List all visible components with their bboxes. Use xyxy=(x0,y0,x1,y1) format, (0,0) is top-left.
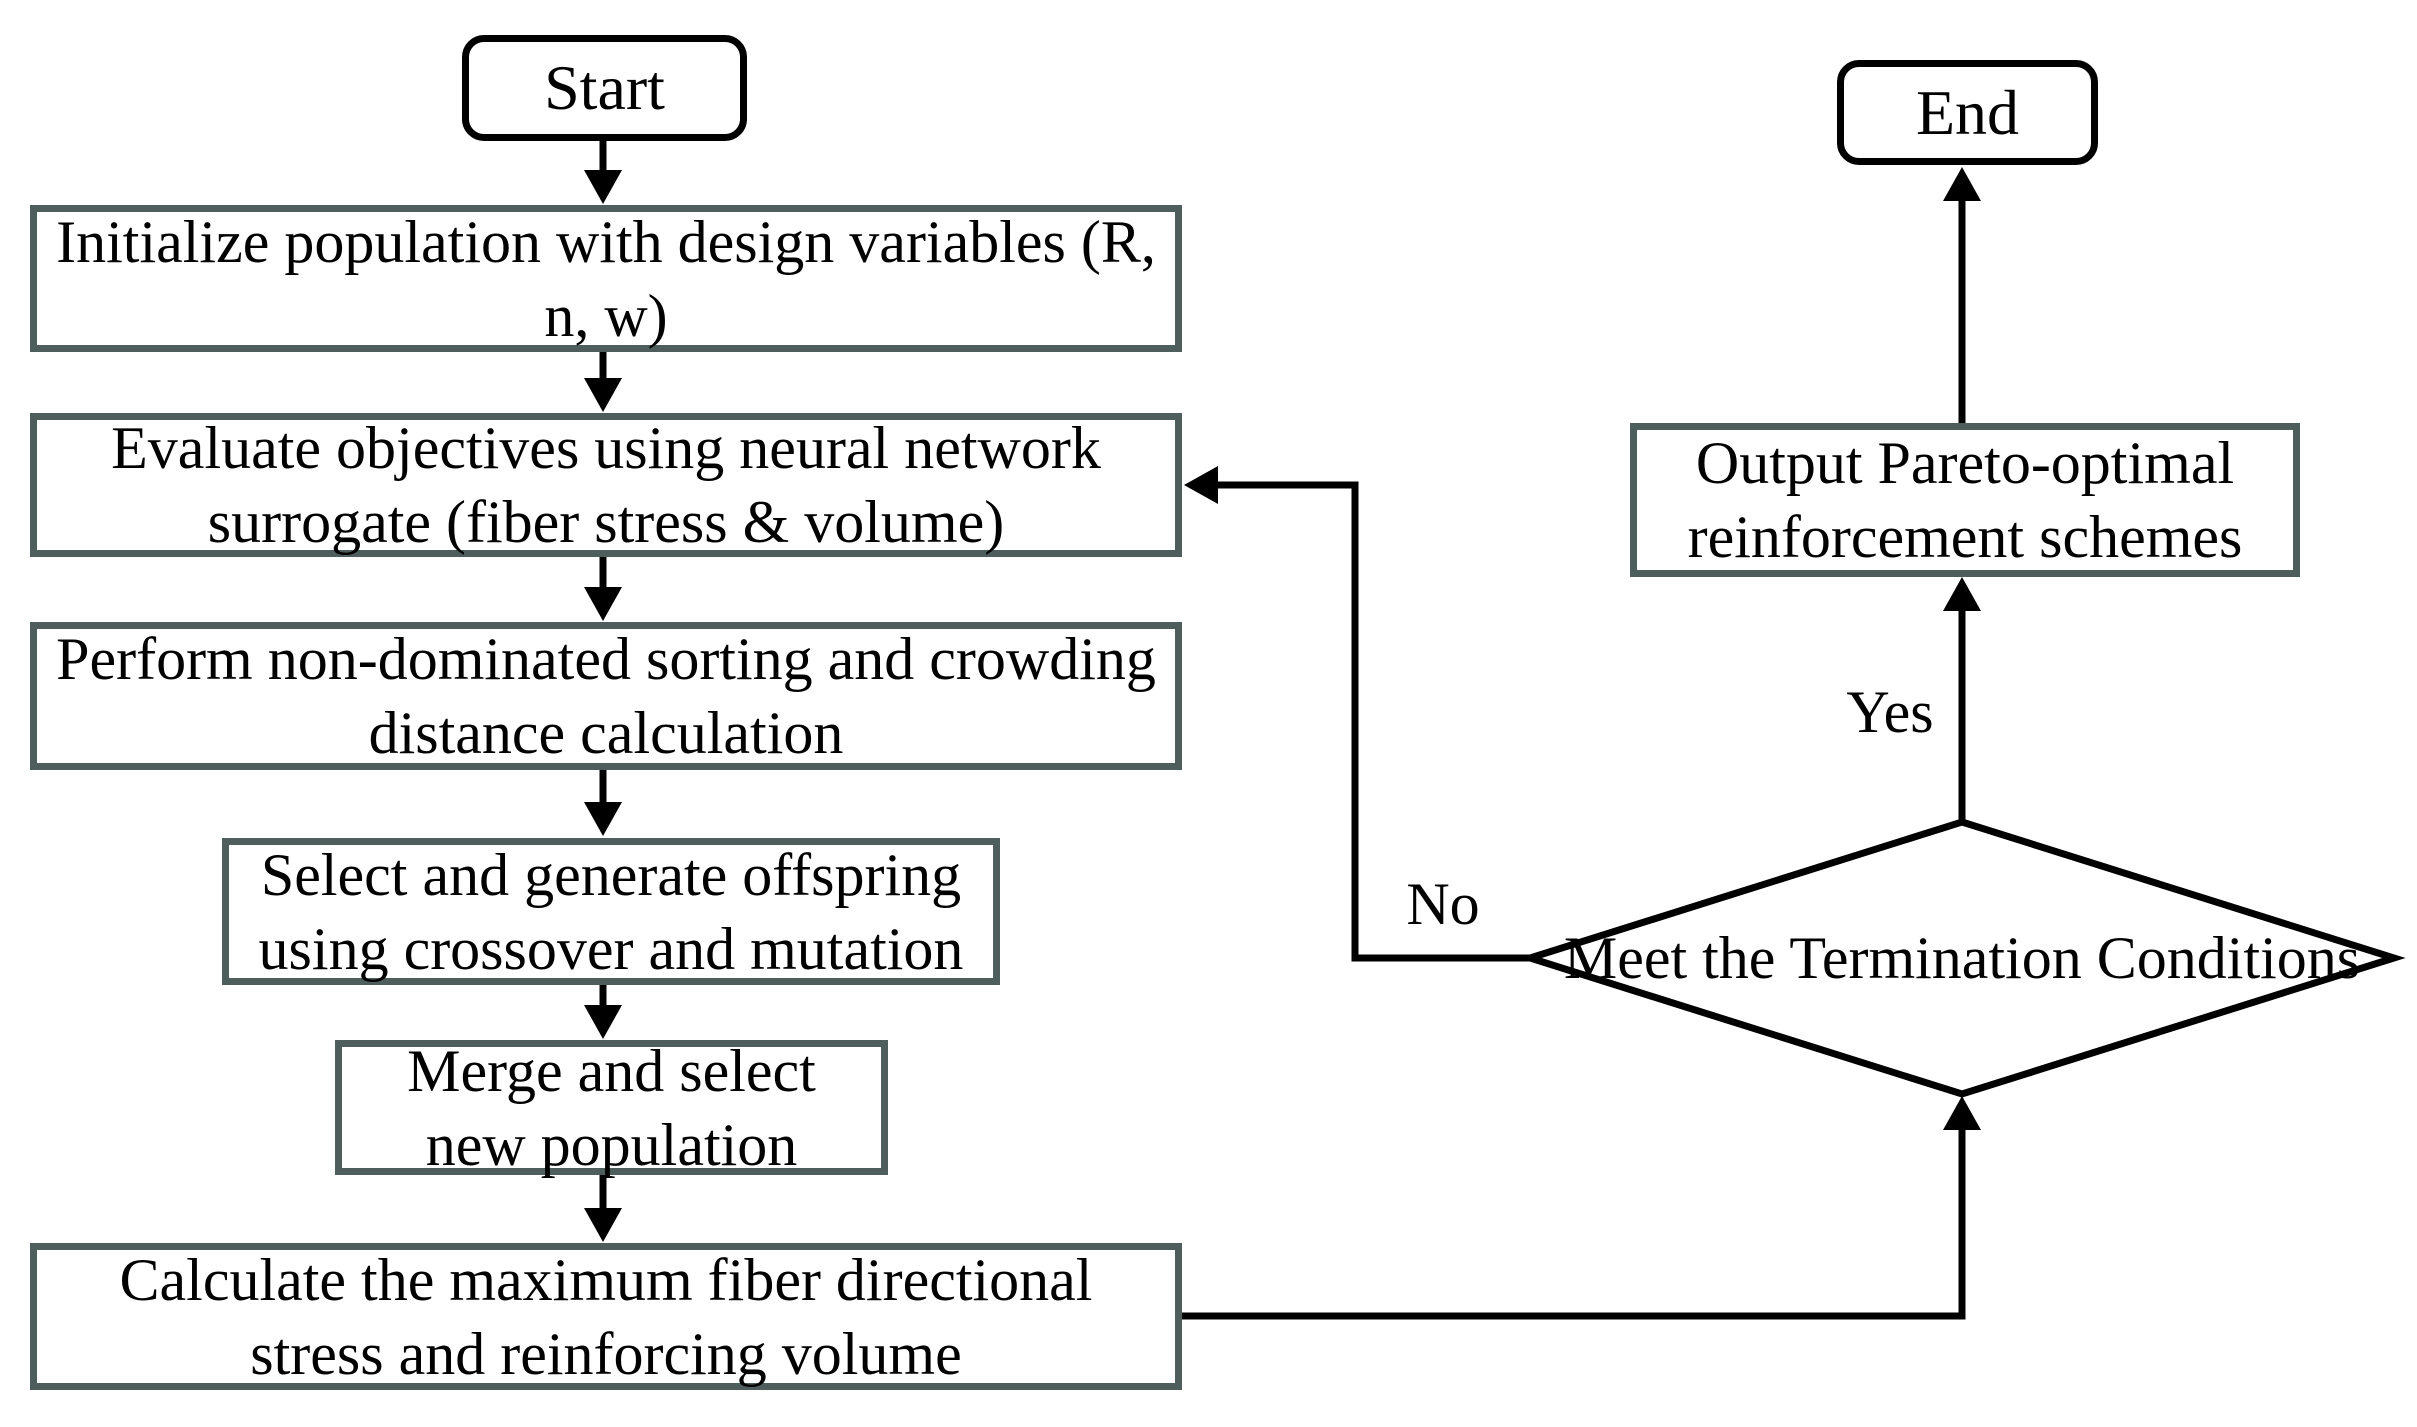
arrow-sorting-to-offspring xyxy=(584,767,622,836)
calculate-line-1: Calculate the maximum fiber directional xyxy=(119,1246,1093,1313)
calculate-stress-volume-node: Calculate the maximum fiber directional … xyxy=(30,1243,1182,1390)
initialize-line-2: n, w) xyxy=(544,282,668,349)
arrow-start-to-initialize xyxy=(584,138,622,204)
arrow-initialize-to-evaluate xyxy=(584,349,622,412)
generate-offspring-node: Select and generate offspring using cros… xyxy=(222,838,1000,985)
offspring-line-1: Select and generate offspring xyxy=(260,841,962,908)
initialize-population-node: Initialize population with design variab… xyxy=(30,205,1182,352)
termination-decision-text: Meet the Termination Conditions xyxy=(1564,921,2360,995)
arrow-output-to-end xyxy=(1943,167,1981,426)
output-line-2: reinforcement schemes xyxy=(1687,504,2243,570)
calculate-line-2: stress and reinforcing volume xyxy=(250,1320,962,1387)
no-edge-label: No xyxy=(1406,871,1480,937)
sorting-line-1: Perform non-dominated sorting and crowdi… xyxy=(56,626,1156,692)
yes-edge-label: Yes xyxy=(1846,679,1934,745)
evaluate-objectives-node: Evaluate objectives using neural network… xyxy=(30,413,1182,557)
evaluate-line-2: surrogate (fiber stress & volume) xyxy=(207,489,1005,555)
decision-line-2: Termination xyxy=(1789,925,2082,991)
end-node: End xyxy=(1837,60,2098,165)
end-node-label: End xyxy=(1915,76,2020,148)
offspring-line-2: using crossover and mutation xyxy=(258,915,964,982)
decision-line-1: Meet the xyxy=(1563,925,1776,991)
termination-decision-diamond xyxy=(1518,818,2406,1098)
output-line-1: Output Pareto-optimal xyxy=(1695,430,2235,496)
merge-line-1: Merge and select xyxy=(407,1037,816,1104)
arrow-offspring-to-merge xyxy=(584,982,622,1039)
initialize-line-1: Initialize population with design variab… xyxy=(56,208,1156,275)
start-node-label: Start xyxy=(544,52,665,123)
evaluate-line-1: Evaluate objectives using neural network xyxy=(111,415,1101,481)
arrow-calculate-to-decision xyxy=(1182,1096,1981,1320)
arrow-decision-to-evaluate-no xyxy=(1184,466,1533,962)
arrow-merge-to-calculate xyxy=(584,1172,622,1242)
sorting-line-2: distance calculation xyxy=(368,700,844,766)
arrow-evaluate-to-sorting xyxy=(584,554,622,621)
arrow-decision-to-output-yes xyxy=(1943,577,1981,822)
decision-line-3: Conditions xyxy=(2096,925,2361,991)
merge-line-2: new population xyxy=(425,1111,798,1178)
non-dominated-sorting-node: Perform non-dominated sorting and crowdi… xyxy=(30,622,1182,770)
output-pareto-node: Output Pareto-optimal reinforcement sche… xyxy=(1630,423,2300,577)
start-node: Start xyxy=(462,35,747,141)
merge-population-node: Merge and select new population xyxy=(335,1038,888,1178)
